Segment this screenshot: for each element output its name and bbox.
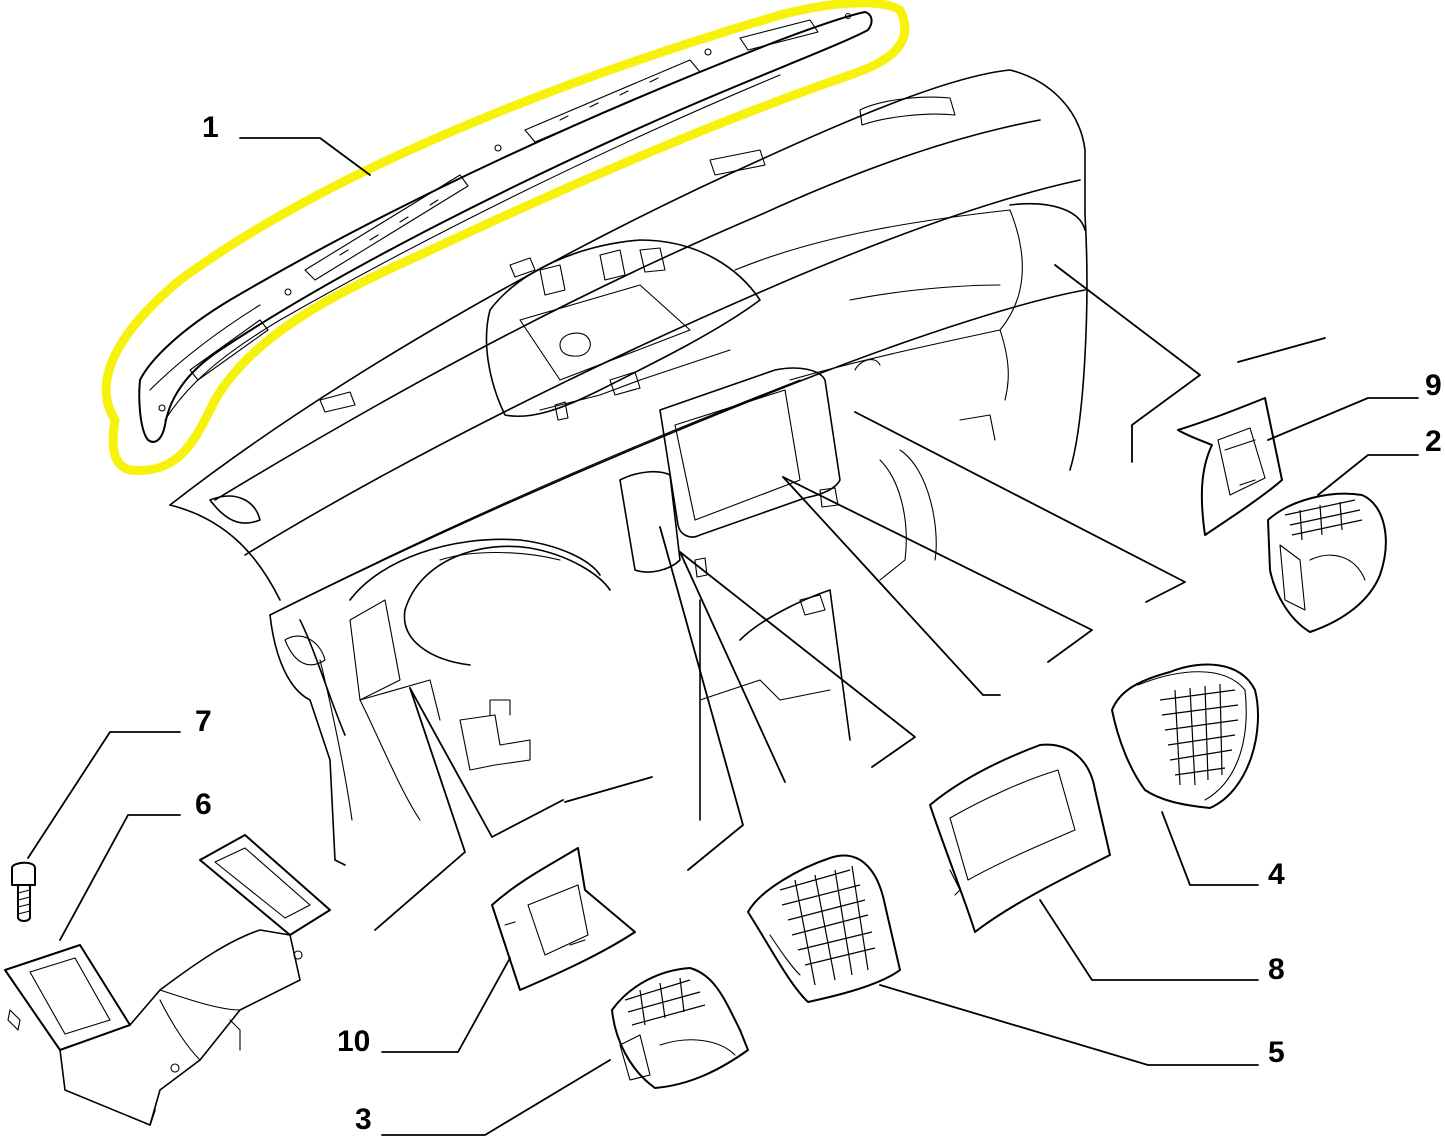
leader-9 xyxy=(1267,397,1419,441)
leader-8 xyxy=(1039,899,1259,981)
leader-5 xyxy=(879,984,1259,1066)
callout-9: 9 xyxy=(1425,369,1442,402)
callout-2: 2 xyxy=(1425,425,1442,458)
part-7-screw xyxy=(11,861,36,922)
leader-1 xyxy=(239,137,371,176)
leader-3 xyxy=(381,1059,611,1136)
callout-5: 5 xyxy=(1268,1036,1285,1069)
leader-lines xyxy=(27,137,1419,1136)
part-10-vent-bezel xyxy=(491,847,636,991)
part-8-bezel-frame xyxy=(929,743,1111,933)
dashboard-body xyxy=(169,69,1088,866)
leader-2 xyxy=(1317,454,1419,496)
part-5-centre-vent xyxy=(747,854,901,1003)
part-1-defroster-duct xyxy=(138,11,873,443)
part-4-round-vent xyxy=(1111,663,1259,809)
callout-3: 3 xyxy=(355,1103,372,1136)
leader-7 xyxy=(27,731,181,859)
callout-4: 4 xyxy=(1268,858,1285,891)
part-1-highlight-outline xyxy=(101,0,910,475)
callout-1: 1 xyxy=(202,111,219,144)
part-9-vent-bezel xyxy=(1177,397,1283,536)
callout-7: 7 xyxy=(195,705,212,738)
leader-6 xyxy=(59,814,181,941)
callout-6: 6 xyxy=(195,788,212,821)
part-6-air-duct xyxy=(4,834,331,1126)
part-2-side-vent xyxy=(1267,492,1387,633)
leader-10 xyxy=(381,957,511,1053)
leader-4 xyxy=(1161,811,1259,886)
callout-8: 8 xyxy=(1268,953,1285,986)
callout-10: 10 xyxy=(337,1025,371,1058)
part-3-small-vent xyxy=(611,967,749,1089)
